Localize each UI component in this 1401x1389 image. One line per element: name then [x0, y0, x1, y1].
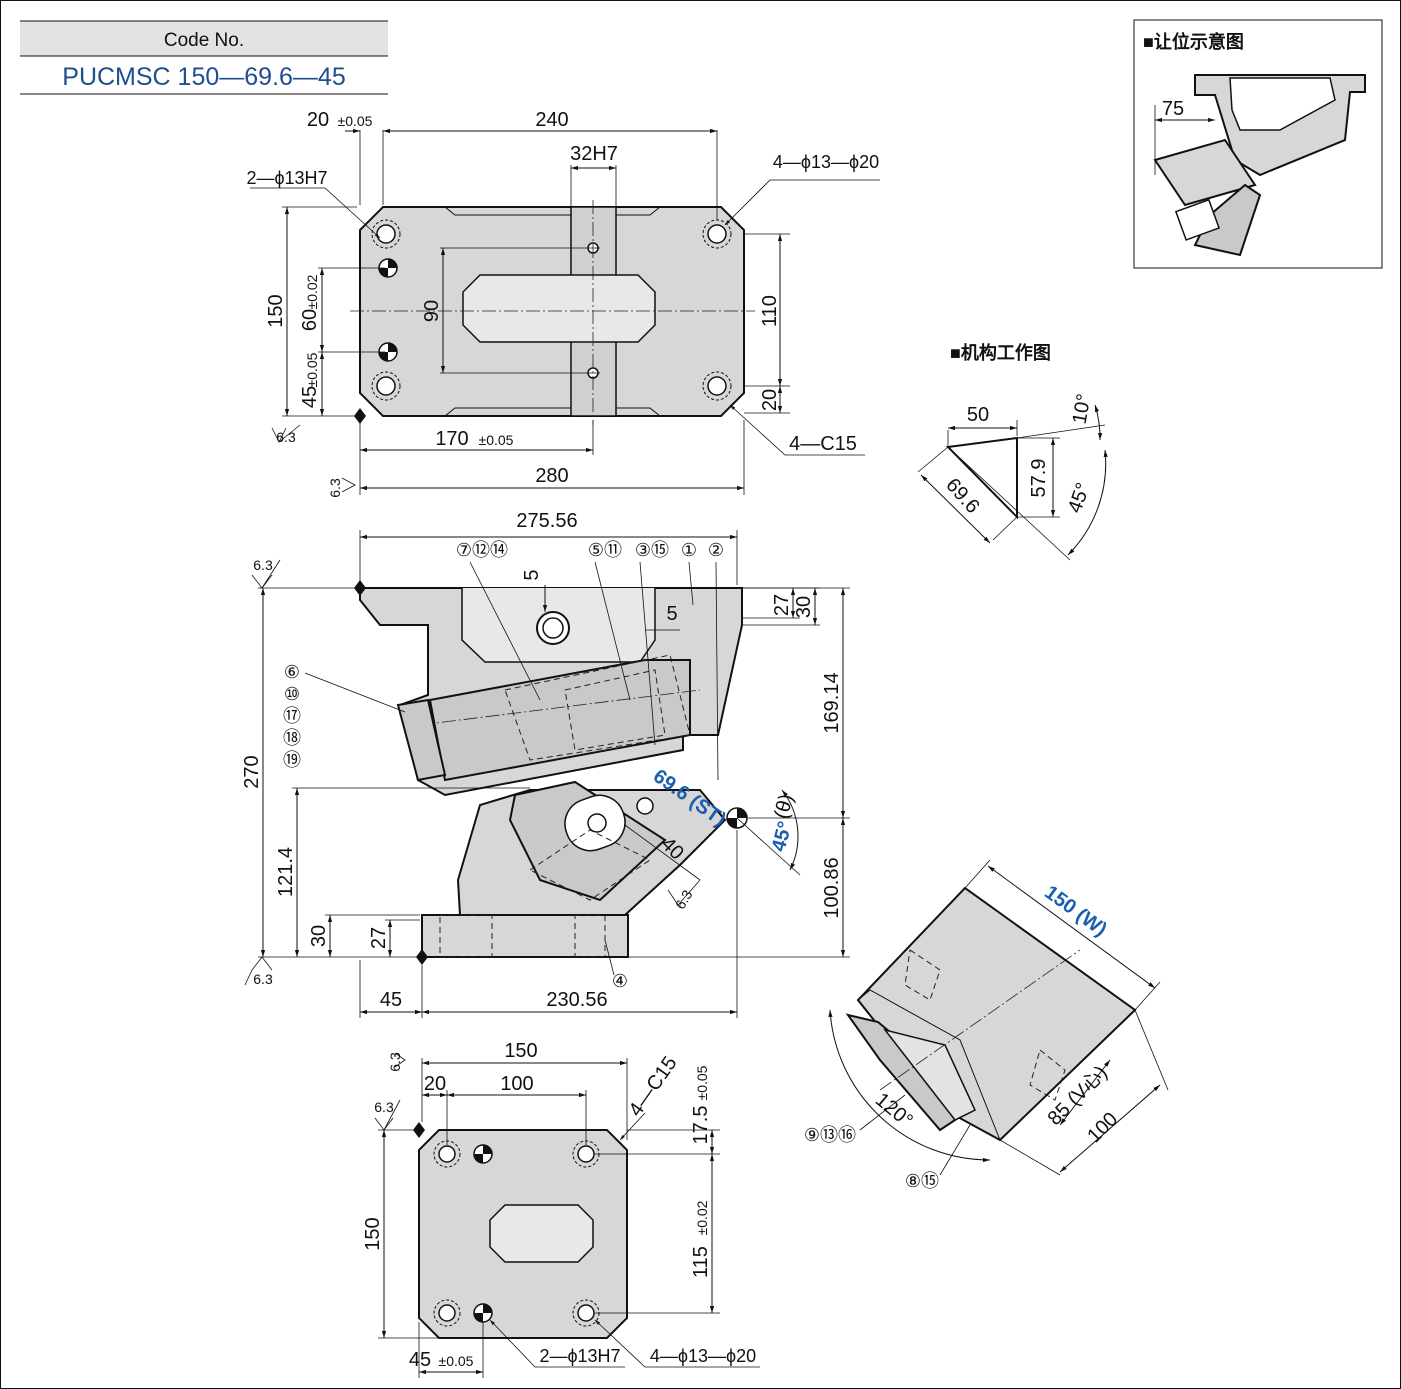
top-dim-20: 20: [307, 109, 329, 131]
code-title: Code No.: [164, 30, 244, 51]
mech-dim-10deg: 10°: [1069, 392, 1096, 426]
callout-2: ②: [708, 540, 724, 560]
front-dim-5b: 5: [666, 603, 677, 625]
mech-dim-579: 57.9: [1028, 459, 1050, 498]
bottom-dim-100: 100: [500, 1073, 533, 1095]
bottom-dim-c15: 4—C15: [625, 1052, 682, 1120]
callout-7-12-14: ⑦⑫⑭: [456, 540, 508, 560]
top-tol-170: ±0.05: [479, 432, 514, 448]
bottom-dim-150: 150: [504, 1040, 537, 1062]
top-rough-1: 6.3: [276, 429, 296, 445]
inset-clearance-diagram: ■让位示意图 75: [1133, 19, 1383, 269]
bottom-tol-45: ±0.05: [439, 1353, 474, 1369]
iso-callout-9-13-16: ⑨⑬⑯: [804, 1125, 856, 1145]
code-number-box: Code No. PUCMSC 150—69.6—45: [20, 20, 388, 95]
front-rough-1: 6.3: [672, 887, 696, 912]
bottom-dim-2-holes: 2—ϕ13H7: [539, 1346, 620, 1366]
callout-18: ⑱: [283, 728, 301, 748]
top-dim-32h7: 32H7: [570, 143, 618, 165]
top-dim-150: 150: [265, 294, 287, 327]
inset-mechanism-title: ■机构工作图: [950, 342, 1051, 363]
callout-4: ④: [612, 971, 628, 991]
iso-callout-8-15: ⑧⑮: [905, 1171, 939, 1191]
iso-dim-100: 100: [1083, 1108, 1122, 1147]
front-view: ⑦⑫⑭ ⑤⑪ ③⑮ ① ② ⑥ ⑩ ⑰ ⑱ ⑲ ④ 275.56 5 5: [241, 510, 850, 1018]
callout-3-15: ③⑮: [635, 540, 669, 560]
bottom-tol-115: ±0.02: [694, 1200, 710, 1235]
top-tol-20: ±0.05: [338, 113, 373, 129]
front-dim-5a: 5: [521, 569, 543, 580]
bottom-tol-175: ±0.05: [694, 1065, 710, 1100]
top-dim-c15: 4—C15: [789, 433, 857, 455]
inset-clearance-dim: 75: [1162, 98, 1184, 120]
front-dim-30b: 30: [308, 925, 330, 947]
callout-19: ⑲: [283, 750, 301, 770]
callout-5-11: ⑤⑪: [588, 540, 622, 560]
top-dim-45: 45: [299, 386, 321, 408]
front-dim-theta: (θ): [770, 792, 798, 821]
front-callouts-top: ⑦⑫⑭ ⑤⑪ ③⑮ ① ②: [456, 540, 724, 781]
top-dim-4-holes: 4—ϕ13—ϕ20: [773, 152, 879, 172]
top-dim-280: 280: [535, 465, 568, 487]
bottom-dim-175: 17.5: [690, 1106, 712, 1145]
front-dim-10086: 100.86: [821, 857, 843, 918]
callout-10: ⑩: [284, 684, 300, 704]
iso-view: 120° 150 (W) 85 (V心) 100 ⑨⑬⑯ ⑧⑮: [804, 859, 1169, 1191]
top-dim-20b: 20: [759, 389, 781, 411]
front-dim-27556: 275.56: [516, 510, 577, 532]
front-dim-27b: 27: [368, 927, 390, 949]
top-dim-90: 90: [421, 300, 443, 322]
bottom-dim-20: 20: [424, 1073, 446, 1095]
top-dim-2-holes: 2—ϕ13H7: [246, 168, 327, 188]
callout-1: ①: [681, 540, 697, 560]
top-view: 240 20 ±0.05 32H7 2—ϕ13H7 4—ϕ13—ϕ20 150 …: [246, 109, 880, 498]
top-tol-45: ±0.05: [304, 352, 320, 387]
top-dim-170: 170: [435, 428, 468, 450]
bottom-dim-150v: 150: [362, 1217, 384, 1250]
callout-6: ⑥: [284, 662, 300, 682]
mech-dim-696: 69.6: [941, 474, 983, 518]
inset-clearance-title: ■让位示意图: [1143, 31, 1244, 52]
front-dim-270: 270: [241, 755, 263, 788]
top-rough-2: 6.3: [327, 478, 343, 498]
bottom-dim-115: 115: [690, 1246, 712, 1278]
front-rough-3: 6.3: [253, 971, 273, 987]
mech-dim-45deg: 45°: [1064, 480, 1095, 516]
bottom-rough-1: 6.3: [387, 1052, 403, 1072]
front-dim-45: 45: [380, 989, 402, 1011]
mech-dim-50: 50: [967, 404, 989, 426]
inset-mechanism-diagram: ■机构工作图 50 57.9 69.6 10° 45°: [917, 342, 1108, 561]
callout-17: ⑰: [283, 706, 301, 726]
front-dim-30: 30: [793, 596, 815, 618]
bottom-view: 150 20 100 4—C15 17.5 ±0.05 115 ±0.02 15…: [362, 1040, 760, 1378]
code-value: PUCMSC 150—69.6—45: [62, 63, 345, 91]
iso-dim-150w: 150 (W): [1040, 881, 1110, 941]
top-dim-110: 110: [759, 295, 781, 327]
top-dim-240: 240: [535, 109, 568, 131]
bottom-dim-45: 45: [409, 1349, 431, 1371]
bottom-rough-2: 6.3: [374, 1099, 394, 1115]
front-rough-2: 6.3: [253, 557, 273, 573]
front-dim-27: 27: [771, 594, 793, 616]
front-dim-16914: 169.14: [821, 672, 843, 733]
front-dim-angle: 45°: [768, 819, 797, 854]
front-dim-23056: 230.56: [546, 989, 607, 1011]
top-tol-60: ±0.02: [304, 274, 320, 309]
front-dim-1214: 121.4: [275, 847, 297, 897]
top-dim-60: 60: [299, 309, 321, 331]
bottom-dim-4-holes: 4—ϕ13—ϕ20: [650, 1346, 756, 1366]
